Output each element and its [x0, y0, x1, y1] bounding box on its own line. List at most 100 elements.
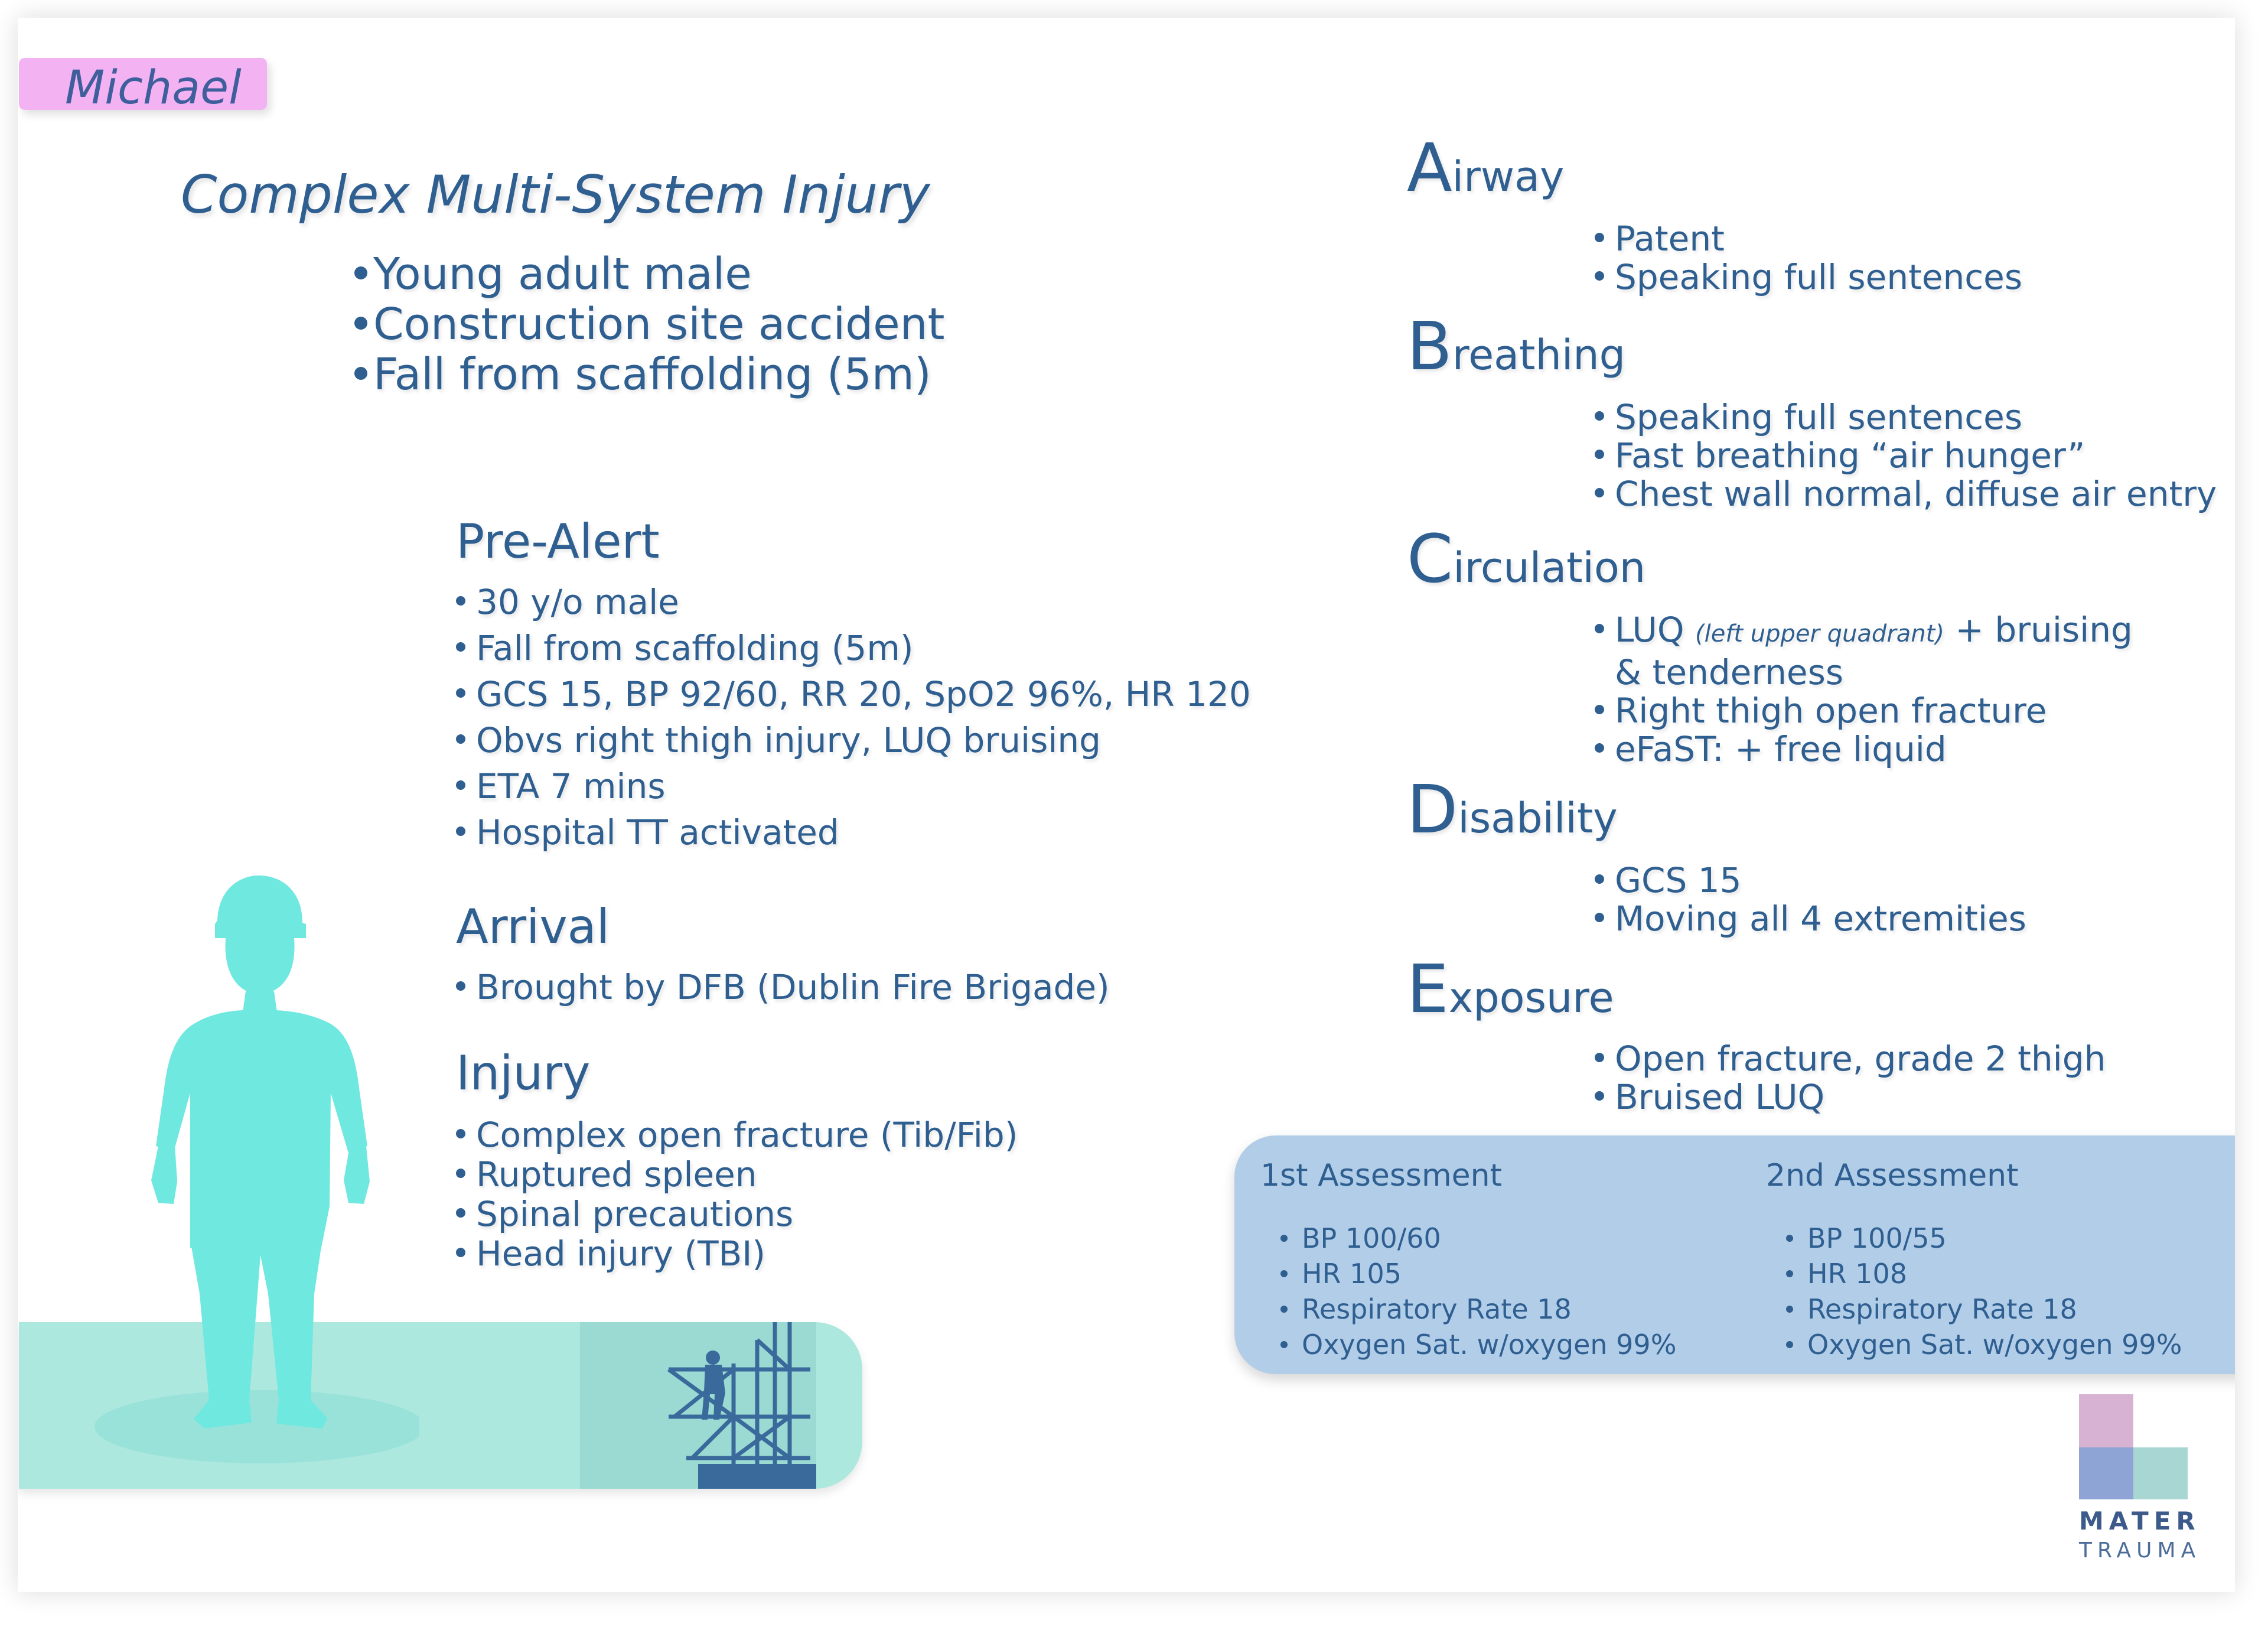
- injury-list: Complex open fracture (Tib/Fib) Ruptured…: [456, 1115, 1018, 1274]
- list-item: Open fracture, grade 2 thigh: [1595, 1040, 2106, 1078]
- exposure-list: Open fracture, grade 2 thigh Bruised LUQ: [1595, 1040, 2106, 1117]
- list-item: Moving all 4 extremities: [1595, 900, 2026, 938]
- bullet-icon: [1595, 487, 1604, 497]
- list-item: Hospital TT activated: [456, 809, 1251, 855]
- intro-list: Young adult male Construction site accid…: [354, 249, 945, 400]
- mater-logo-icon: [2079, 1394, 2188, 1499]
- arrival-heading: Arrival: [456, 899, 610, 954]
- list-item: Brought by DFB (Dublin Fire Brigade): [456, 964, 1110, 1010]
- bullet-icon: [1786, 1340, 1793, 1348]
- assessment-panel: [1234, 1135, 2235, 1374]
- list-item-continuation: & tenderness: [1615, 652, 1844, 692]
- assessment-1-list: BP 100/60 HR 105 Respiratory Rate 18 Oxy…: [1280, 1221, 1676, 1362]
- worker-silhouette: [89, 868, 425, 1479]
- bullet-icon: [354, 367, 367, 380]
- arrival-list: Brought by DFB (Dublin Fire Brigade): [456, 964, 1110, 1010]
- assessment-2-list: BP 100/55 HR 108 Respiratory Rate 18 Oxy…: [1786, 1221, 2182, 1362]
- intro-item: Construction site accident: [354, 300, 945, 350]
- breathing-heading: Breathing: [1407, 308, 1626, 385]
- scaffolding-icon: [667, 1322, 816, 1489]
- bullet-icon: [354, 266, 367, 280]
- bullet-icon: [456, 1168, 465, 1178]
- logo-text-primary: MATER: [2079, 1506, 2201, 1535]
- mater-logo: [2079, 1394, 2197, 1503]
- list-item: Bruised LUQ: [1595, 1078, 2106, 1117]
- exposure-heading: Exposure: [1407, 951, 1614, 1028]
- list-item: Complex open fracture (Tib/Fib): [456, 1115, 1018, 1155]
- bullet-icon: [1786, 1234, 1793, 1242]
- scaffolding-photo: [580, 1322, 816, 1489]
- logo-text-secondary: TRAUMA: [2079, 1538, 2201, 1563]
- page-title: Complex Multi-System Injury: [181, 164, 930, 225]
- bullet-icon: [456, 642, 465, 652]
- bullet-icon: [1595, 743, 1604, 753]
- bullet-icon: [456, 1247, 465, 1257]
- bullet-icon: [1786, 1270, 1793, 1277]
- bullet-icon: [1786, 1305, 1793, 1313]
- bullet-icon: [1280, 1340, 1288, 1348]
- list-item: Speaking full sentences: [1595, 398, 2217, 437]
- bullet-icon: [456, 780, 465, 790]
- name-tag-label: Michael: [65, 61, 242, 115]
- bullet-icon: [456, 734, 465, 744]
- breathing-list: Speaking full sentences Fast breathing “…: [1595, 398, 2217, 513]
- list-item: Right thigh open fracture: [1595, 692, 2133, 730]
- bullet-icon: [456, 826, 465, 836]
- circulation-heading: Circulation: [1407, 521, 1646, 598]
- list-item: Respiratory Rate 18: [1786, 1291, 2182, 1327]
- list-item: Fast breathing “air hunger”: [1595, 437, 2217, 475]
- bullet-icon: [456, 981, 465, 991]
- list-item: GCS 15, BP 92/60, RR 20, SpO2 96%, HR 12…: [456, 671, 1251, 717]
- list-item: Respiratory Rate 18: [1280, 1291, 1676, 1327]
- bullet-icon: [1595, 271, 1604, 281]
- list-item: Fall from scaffolding (5m): [456, 625, 1251, 671]
- list-item: Oxygen Sat. w/oxygen 99%: [1786, 1327, 2182, 1362]
- bullet-icon: [456, 1208, 465, 1218]
- bullet-icon: [1595, 704, 1604, 714]
- list-item: Chest wall normal, diffuse air entry: [1595, 475, 2217, 513]
- list-item: Obvs right thigh injury, LUQ bruising: [456, 717, 1251, 763]
- bullet-icon: [1595, 449, 1604, 459]
- bullet-icon: [456, 1128, 465, 1138]
- bullet-icon: [1595, 232, 1604, 242]
- airway-heading: Airway: [1407, 130, 1565, 207]
- bullet-icon: [1280, 1234, 1288, 1242]
- disability-heading: Disability: [1407, 772, 1618, 848]
- intro-item: Young adult male: [354, 249, 945, 300]
- worker-silhouette-icon: [94, 875, 425, 1463]
- circulation-list: LUQ (left upper quadrant) + bruising & t…: [1595, 611, 2133, 769]
- bullet-icon: [1280, 1270, 1288, 1277]
- injury-heading: Injury: [456, 1046, 591, 1101]
- bullet-icon: [1595, 874, 1604, 884]
- bullet-icon: [1595, 623, 1604, 633]
- list-item: Head injury (TBI): [456, 1234, 1018, 1274]
- list-item: HR 108: [1786, 1256, 2182, 1291]
- bullet-icon: [1595, 912, 1604, 922]
- pre-alert-heading: Pre-Alert: [456, 514, 660, 569]
- name-tag: [19, 58, 267, 110]
- case-card: Michael Complex Multi-System Injury Youn…: [18, 18, 2235, 1592]
- list-item: Patent: [1595, 220, 2022, 258]
- pre-alert-list: 30 y/o male Fall from scaffolding (5m) G…: [456, 579, 1251, 855]
- list-item: GCS 15: [1595, 861, 2026, 900]
- list-item: Ruptured spleen: [456, 1155, 1018, 1195]
- list-item: HR 105: [1280, 1256, 1676, 1291]
- list-item: LUQ (left upper quadrant) + bruising: [1595, 611, 2133, 653]
- list-item: Oxygen Sat. w/oxygen 99%: [1280, 1327, 1676, 1362]
- disability-list: GCS 15 Moving all 4 extremities: [1595, 861, 2026, 938]
- bullet-icon: [1595, 1091, 1604, 1101]
- list-item: ETA 7 mins: [456, 763, 1251, 809]
- bullet-icon: [1595, 411, 1604, 421]
- bullet-icon: [1280, 1305, 1288, 1313]
- intro-item: Fall from scaffolding (5m): [354, 350, 945, 400]
- assessment-1-title: 1st Assessment: [1260, 1158, 1503, 1193]
- bullet-icon: [1595, 1052, 1604, 1062]
- list-item: eFaST: + free liquid: [1595, 730, 2133, 769]
- list-item: Speaking full sentences: [1595, 258, 2022, 297]
- bullet-icon: [354, 317, 367, 330]
- bullet-icon: [456, 688, 465, 698]
- assessment-2-title: 2nd Assessment: [1766, 1158, 2019, 1193]
- bullet-icon: [456, 596, 465, 606]
- list-item: Spinal precautions: [456, 1195, 1018, 1234]
- airway-list: Patent Speaking full sentences: [1595, 220, 2022, 297]
